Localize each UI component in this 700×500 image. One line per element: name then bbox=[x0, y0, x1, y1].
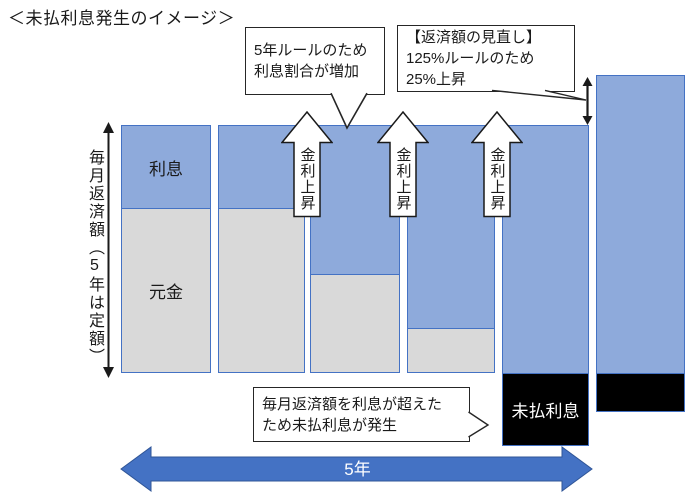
principal-segment bbox=[407, 328, 495, 373]
bar-year5: 未払利息 bbox=[502, 125, 589, 446]
rate-up-arrow-1: 金利上昇 bbox=[281, 111, 333, 218]
rate-up-label: 金利上昇 bbox=[298, 147, 316, 211]
unpaid-interest-label: 未払利息 bbox=[511, 402, 580, 421]
rise-gap-arrow bbox=[582, 77, 593, 125]
callout-unpaid-occurs-line2: ため未払利息が発生 bbox=[262, 416, 398, 434]
unpaid-interest-segment: 未払利息 bbox=[502, 373, 589, 446]
five-year-timeline: 5年 bbox=[115, 443, 600, 495]
timeline-label: 5年 bbox=[344, 460, 371, 479]
callout-repayment-review: 【返済額の見直し】 125%ルールのため 25%上昇 bbox=[397, 25, 575, 92]
callout-five-year-rule: 5年ルールのため 利息割合が増加 bbox=[245, 27, 385, 95]
up-arrow-icon bbox=[377, 111, 429, 218]
principal-segment bbox=[310, 274, 400, 373]
bar-year1: 利息 元金 bbox=[121, 125, 211, 373]
callout-repayment-review-line2: 125%ルールのため bbox=[406, 50, 535, 67]
principal-label: 元金 bbox=[149, 283, 183, 302]
interest-segment bbox=[310, 125, 400, 275]
monthly-amount-label: 毎月返済額（5年は定額） bbox=[82, 149, 106, 367]
unpaid-interest-segment bbox=[596, 373, 685, 412]
bar-after-review bbox=[596, 75, 685, 412]
monthly-amount-range-arrow bbox=[103, 122, 114, 378]
interest-label: 利息 bbox=[149, 159, 183, 179]
principal-segment: 元金 bbox=[121, 208, 211, 373]
up-arrow-icon bbox=[281, 111, 333, 218]
double-arrow-icon bbox=[120, 446, 593, 492]
interest-segment: 利息 bbox=[121, 125, 211, 209]
rate-up-label: 金利上昇 bbox=[394, 147, 412, 211]
rate-up-arrow-2: 金利上昇 bbox=[377, 111, 429, 218]
diagram-title: ＜未払利息発生のイメージ＞ bbox=[8, 9, 236, 28]
interest-segment bbox=[596, 75, 685, 374]
callout-unpaid-occurs: 毎月返済額を利息が超えた ため未払利息が発生 bbox=[253, 387, 470, 442]
rate-up-arrow-3: 金利上昇 bbox=[471, 111, 523, 218]
callout-five-year-rule-line2: 利息割合が増加 bbox=[254, 63, 360, 80]
interest-segment bbox=[502, 125, 589, 374]
rate-up-label: 金利上昇 bbox=[488, 147, 506, 211]
bar-year4 bbox=[407, 125, 495, 373]
monthly-amount-label-text: 毎月返済額（5年は定額） bbox=[86, 149, 103, 366]
bar-year3 bbox=[310, 125, 400, 373]
principal-segment bbox=[218, 208, 305, 373]
interest-segment bbox=[407, 125, 495, 329]
callout-repayment-review-line1: 【返済額の見直し】 bbox=[406, 29, 542, 46]
callout-five-year-rule-line1: 5年ルールのため bbox=[254, 42, 368, 59]
up-arrow-icon bbox=[471, 111, 523, 218]
callout-repayment-review-line3: 25%上昇 bbox=[406, 71, 467, 88]
callout-unpaid-occurs-line1: 毎月返済額を利息が超えた bbox=[262, 395, 443, 413]
